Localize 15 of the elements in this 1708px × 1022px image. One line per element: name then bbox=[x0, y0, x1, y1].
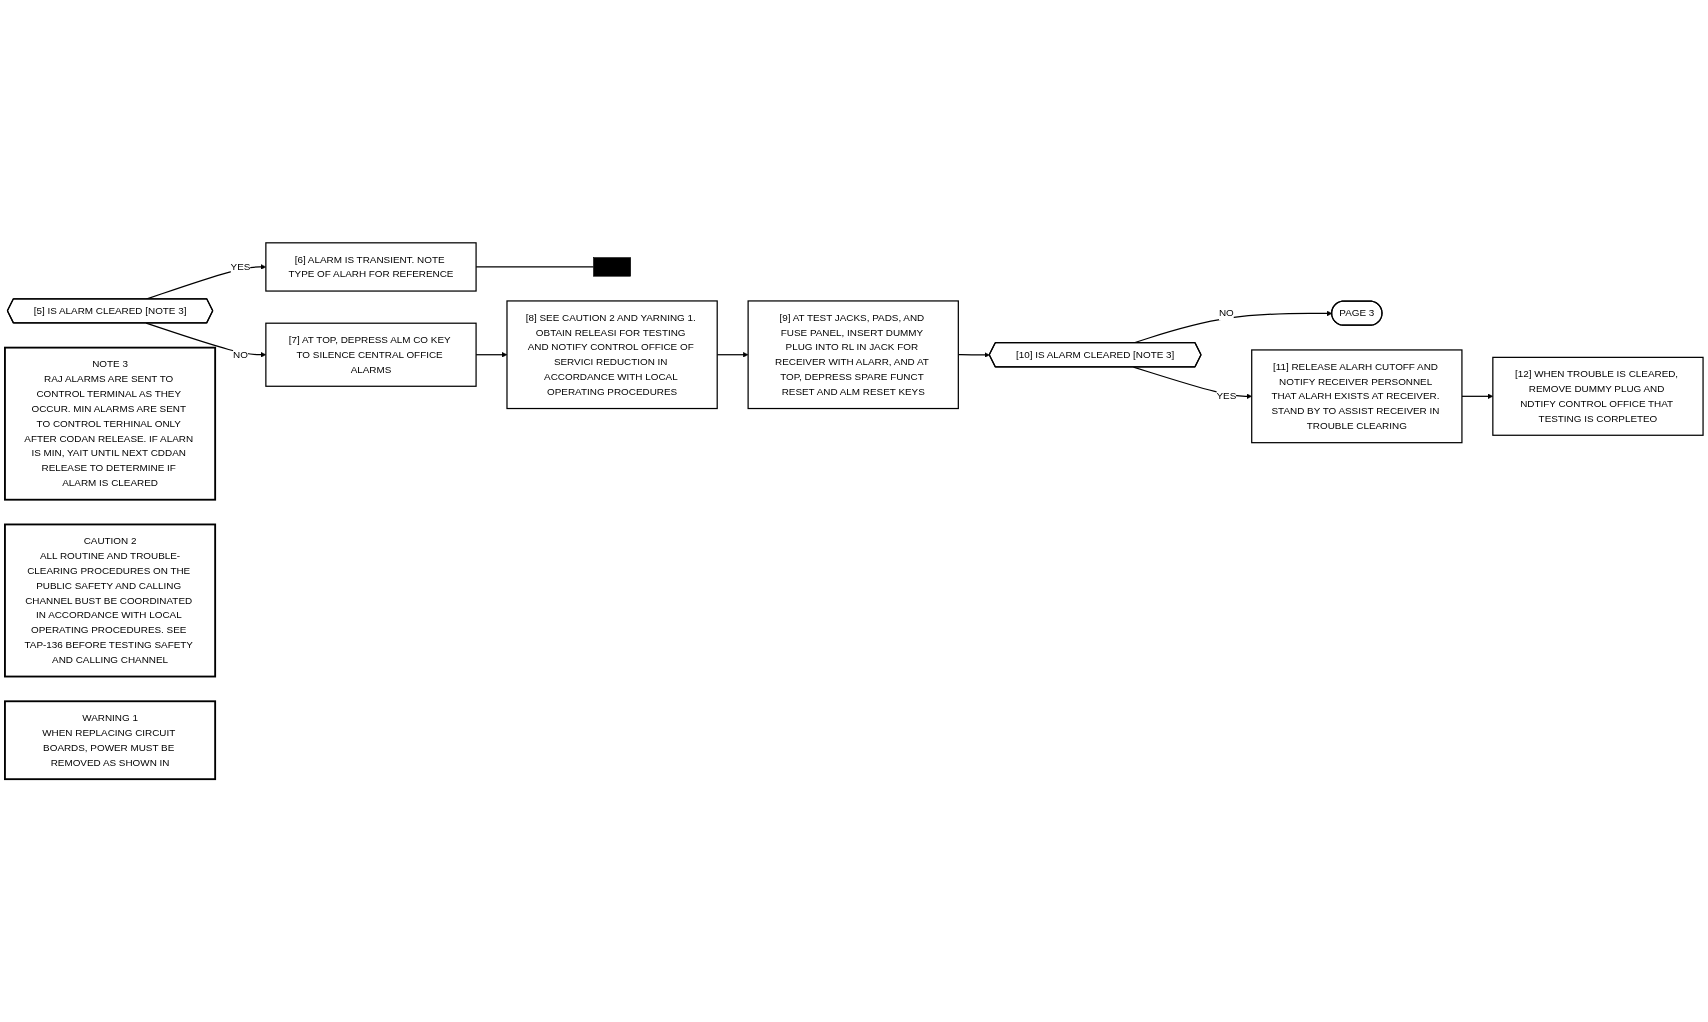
edge-label: NO bbox=[1218, 307, 1234, 319]
edge-label: NO bbox=[233, 349, 248, 360]
edge-label: YES bbox=[1216, 390, 1237, 402]
edge-label: YES bbox=[230, 261, 251, 272]
node-box: [6] ALARM IS TRANSIENT. NOTE TYPE OF ALARH FOR REFERENCE bbox=[265, 242, 477, 292]
node-box: [12] WHEN TROUBLE IS CLEARED, REMOVE DUMMY PLUG AND NDTIFY CONTROL OFFICE THAT TESTING IS CORPLETEO bbox=[1492, 356, 1704, 436]
node-box: NOTE 3 RAJ ALARMS ARE SENT TO CONTROL TERMINAL AS THEY OCCUR. MIN ALARMS ARE SENT TO CONTROL TERHINAL ONLY AFTER CODAN RELEASE. IF ALARN IS MIN, YAIT UNTIL NEXT CDDAN RELEASE TO DETERMINE IF ALARM IS CLEARED bbox=[4, 346, 217, 501]
node-box: [8] SEE CAUTION 2 AND YARNING 1. OBTAIN RELEASI FOR TESTING AND NOTIFY CONTROL OFFICE OF SERVICI REDUCTION IN ACCORDANCE WITH LOCAL OPERATING PROCEDURES bbox=[506, 300, 718, 410]
arrow bbox=[1132, 366, 1252, 400]
node-box: [7] AT TOP, DEPRESS ALM CO KEY TO SILENCE CENTRAL OFFICE ALARMS bbox=[265, 322, 477, 387]
node-box: WARNING 1 WHEN REPLACING CIRCUIT BOARDS, POWER MUST BE REMOVED AS SHOWN IN bbox=[4, 700, 217, 781]
node-box: [9] AT TEST JACKS, PADS, AND FUSE PANEL, INSERT DUMMY PLUG INTO RL IN JACK FOR RECEIVER WITH ALARR, AND AT TOP, DEPRESS SPARE FUNCT RESET AND ALM RESET KEYS bbox=[747, 300, 959, 410]
node-bar bbox=[593, 257, 631, 277]
node-box: [11] RELEASE ALARH CUTOFF AND NOTIFY RECEIVER PERSONNEL THAT ALARH EXISTS AT RECEIVER. STAND BY TO ASSIST RECEIVER IN TROUBLE CLEARING bbox=[1251, 349, 1463, 444]
node-box: CAUTION 2 ALL ROUTINE AND TROUBLE-CLEARING PROCEDURES ON THE PUBLIC SAFETY AND CALLING CHANNEL BUST BE COORDINATED IN ACCORDANCE WITH LOCAL OPERATING PROCEDURES. SEE TAP-136 BEFORE TESTING SAFETY AND CALLING CHANNEL bbox=[4, 523, 217, 678]
